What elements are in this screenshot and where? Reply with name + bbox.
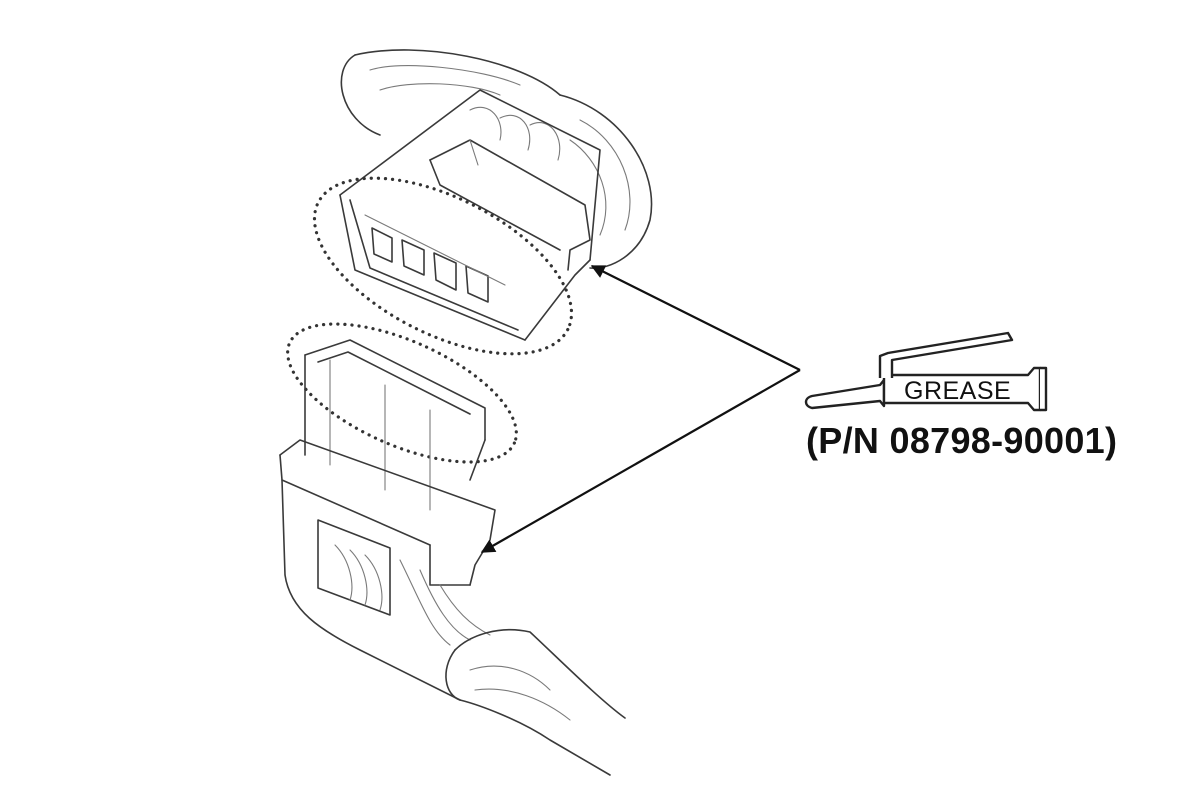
upper-connector [312, 49, 653, 356]
arrow-to-lower-connector [480, 369, 801, 553]
arrow-to-upper-connector [590, 265, 801, 371]
part-number-label: (P/N 08798-90001) [806, 420, 1118, 461]
grease-label: GREASE [904, 377, 1011, 405]
grease-tube-icon: GREASE [804, 331, 1048, 412]
lower-connector [279, 322, 626, 776]
